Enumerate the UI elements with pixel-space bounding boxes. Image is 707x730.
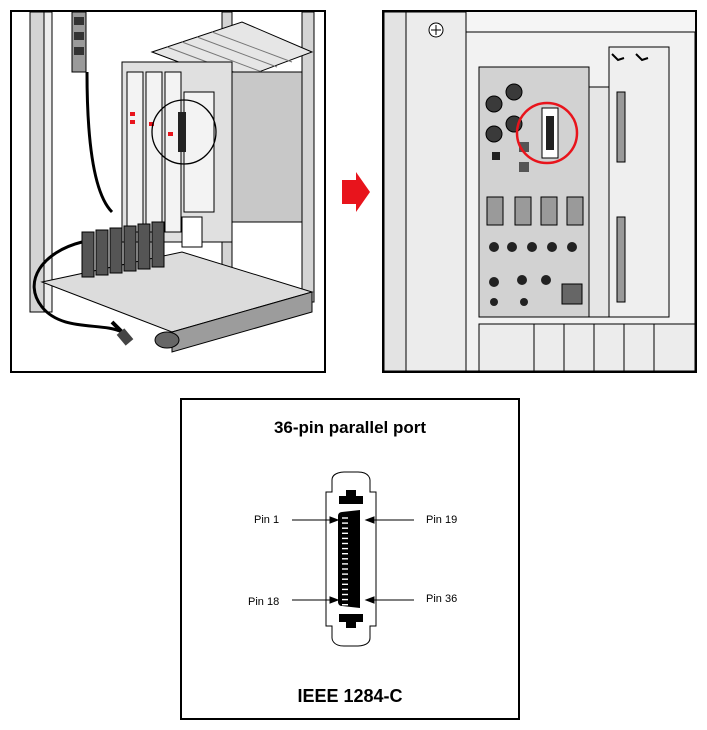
port-pinout-panel: 36-pin parallel port Pin 1 Pin 19 Pin 18… <box>180 398 520 720</box>
rack-illustration <box>29 12 315 353</box>
io-panel-illustration <box>384 12 695 371</box>
parallel-connector-diagram <box>292 471 414 647</box>
io-panel-illustration-panel <box>382 10 697 373</box>
next-step-arrow-icon <box>342 172 370 212</box>
pin-1-label: Pin 1 <box>254 514 280 526</box>
pin-19-label: Pin 19 <box>426 514 458 526</box>
pin-18-label: Pin 18 <box>248 596 280 608</box>
pin-36-label: Pin 36 <box>426 593 458 605</box>
port-diagram-title: 36-pin parallel port <box>273 418 427 437</box>
port-standard-caption: IEEE 1284-C <box>297 686 403 706</box>
pin-socket <box>338 510 360 608</box>
rack-illustration-panel <box>10 10 326 373</box>
